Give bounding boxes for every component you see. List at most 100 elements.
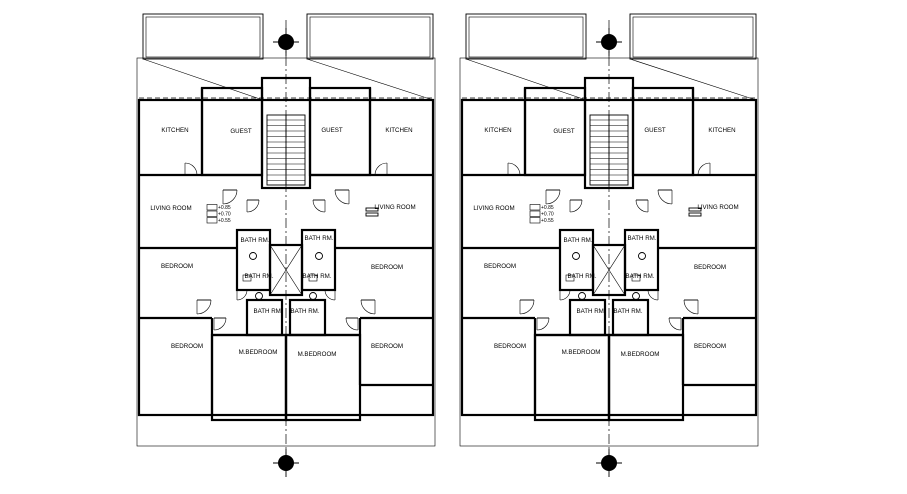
room-label-bedroom-lower-left: BEDROOM	[494, 343, 526, 350]
room-label-bath-lower-left: BATH RM.	[576, 308, 605, 315]
room-label-guest-left: GUEST	[230, 128, 252, 135]
level-value: +0.55	[541, 218, 554, 224]
wc-fixture	[578, 292, 586, 300]
door	[345, 317, 359, 331]
basin	[565, 274, 575, 282]
room-label-master-right: M.BEDROOM	[298, 351, 337, 358]
room-label-kitchen-right: KITCHEN	[385, 127, 412, 134]
bath-left	[235, 228, 272, 292]
north-mark-bottom	[596, 449, 622, 477]
balcony-left	[465, 13, 587, 60]
door	[196, 299, 212, 315]
level-value: +0.85	[541, 205, 554, 211]
guest-room-right	[308, 86, 372, 177]
bath-lower-right	[611, 298, 650, 337]
room-label-living-left: LIVING ROOM	[150, 205, 191, 212]
room-label-bath-left: BATH RM.	[563, 237, 592, 244]
room-label-guest-right: GUEST	[321, 127, 343, 134]
door	[683, 299, 699, 315]
wc-fixture	[255, 292, 263, 300]
door	[246, 199, 260, 213]
balcony-right	[629, 13, 757, 60]
wc-fixture	[309, 292, 317, 300]
room-label-kitchen-left: KITCHEN	[161, 127, 188, 134]
door	[507, 162, 521, 176]
guest-room-right	[631, 86, 695, 177]
room-label-bedroom-lower-right: BEDROOM	[694, 343, 726, 350]
door	[312, 199, 326, 213]
room-label-bedroom-left: BEDROOM	[161, 263, 193, 270]
room-label-living-left: LIVING ROOM	[473, 205, 514, 212]
bath-left	[558, 228, 595, 292]
room-label-kitchen-right: KITCHEN	[708, 127, 735, 134]
room-label-bath-lower-right: BATH RM.	[613, 308, 642, 315]
door	[236, 289, 248, 301]
master-bedroom-left	[210, 333, 288, 422]
guest-room-left	[523, 86, 587, 177]
master-bedroom-left	[533, 333, 611, 422]
level-value: +0.70	[218, 212, 231, 218]
master-bedroom-right	[284, 333, 362, 422]
room-label-bath-right: BATH RM.	[304, 235, 333, 242]
floor-plan-left: KITCHEN GUEST GUEST KITCHEN LIVING ROOM LIVIN…	[136, 13, 436, 477]
door	[519, 299, 535, 315]
door	[559, 289, 571, 301]
wc-fixture	[315, 252, 323, 260]
room-label-master-left: M.BEDROOM	[239, 349, 278, 356]
wc-fixture	[249, 252, 257, 260]
level-value: +0.70	[541, 212, 554, 218]
room-label-bedroom-right: BEDROOM	[694, 264, 726, 271]
room-label-bath-lower-left: BATH RM.	[253, 308, 282, 315]
room-label-bedroom-left: BEDROOM	[484, 263, 516, 270]
door	[545, 189, 561, 205]
level-bar	[365, 212, 379, 217]
basin	[308, 274, 318, 282]
wc-fixture	[632, 292, 640, 300]
north-mark-top	[273, 28, 299, 56]
bath-lower-left	[245, 298, 284, 337]
door	[536, 317, 550, 331]
level-value: +0.85	[218, 205, 231, 211]
bath-lower-right	[288, 298, 327, 337]
room-label-bath-left: BATH RM.	[240, 237, 269, 244]
door	[184, 162, 198, 176]
guest-room-left	[200, 86, 264, 177]
basin	[242, 274, 252, 282]
balcony-right	[306, 13, 434, 60]
door	[697, 162, 711, 176]
room-label-master-right: M.BEDROOM	[621, 351, 660, 358]
room-label-guest-left: GUEST	[553, 128, 575, 135]
level-bar	[688, 207, 702, 212]
level-marker	[206, 210, 218, 217]
room-label-guest-right: GUEST	[644, 127, 666, 134]
level-marker	[529, 204, 541, 211]
north-mark-bottom	[273, 449, 299, 477]
wc-fixture	[638, 252, 646, 260]
bath-lower-left	[568, 298, 607, 337]
north-mark-top	[596, 28, 622, 56]
level-marker	[206, 217, 218, 224]
room-label-living-right: LIVING ROOM	[374, 204, 415, 211]
room-label-bedroom-lower-right: BEDROOM	[371, 343, 403, 350]
door	[635, 199, 649, 213]
level-bar	[365, 207, 379, 212]
room-label-bath-mid-left: BATH RM.	[567, 273, 596, 280]
balcony-left	[142, 13, 264, 60]
room-label-master-left: M.BEDROOM	[562, 349, 601, 356]
door	[324, 289, 336, 301]
door	[374, 162, 388, 176]
room-label-bath-lower-right: BATH RM.	[290, 308, 319, 315]
door	[222, 189, 238, 205]
room-label-bath-mid-right: BATH RM.	[625, 273, 654, 280]
level-bar	[688, 212, 702, 217]
wc-fixture	[572, 252, 580, 260]
door	[334, 189, 350, 205]
room-label-kitchen-left: KITCHEN	[484, 127, 511, 134]
room-label-bath-mid-left: BATH RM.	[244, 273, 273, 280]
level-marker	[529, 217, 541, 224]
room-label-bath-right: BATH RM.	[627, 235, 656, 242]
door	[569, 199, 583, 213]
bath-right	[623, 228, 660, 292]
master-bedroom-right	[607, 333, 685, 422]
